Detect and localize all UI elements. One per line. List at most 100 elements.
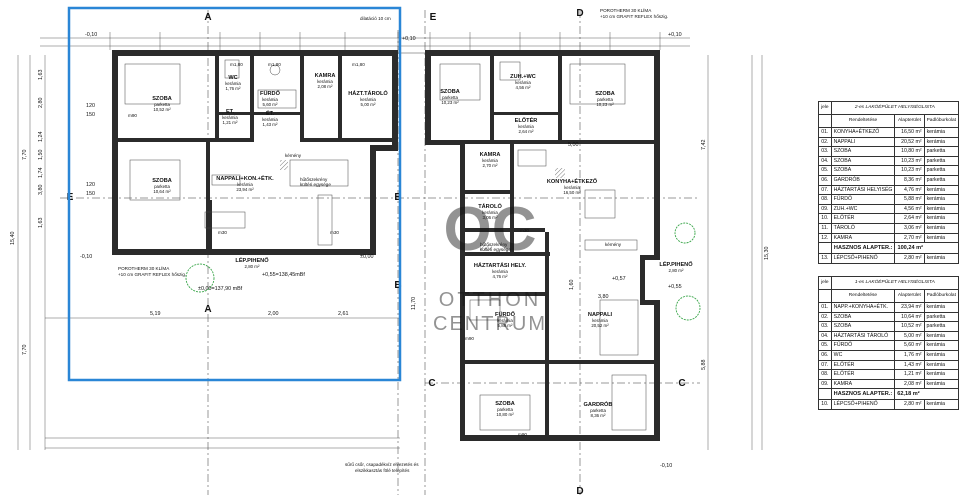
dim-1-50: 1,50 [38,150,44,161]
room-right-nappali: NAPPALI kerámia 20,52 m² [588,312,613,328]
svg-text:kültéri egysége: kültéri egysége [300,182,331,187]
room-right-tarolo: TÁROLÓ kerámia 3,06 m² [478,202,502,220]
svg-text:hűtőszekrény: hűtőszekrény [480,242,508,247]
floor-plan: .w{fill:#2b2b2b;} .thin{stroke:#444;stro… [10,6,770,497]
axis-label-c-right: C [678,378,685,389]
svg-text:kémény: kémény [285,153,302,158]
svg-text:HÁZT.TÁROLÓ: HÁZT.TÁROLÓ [348,89,388,97]
svg-text:1,76 m²: 1,76 m² [226,86,241,91]
svg-text:kerámia: kerámia [518,124,534,129]
svg-text:KONYHA+ÉTKEZŐ: KONYHA+ÉTKEZŐ [547,177,598,185]
table-extra-row: 10. LÉPCSŐ+PIHENŐ 2,80 m² kerámia [818,399,959,410]
svg-text:m90: m90 [128,113,137,118]
svg-text:8,36 m²: 8,36 m² [591,413,606,418]
room-left-lep-piheno: LÉP.PIHENŐ 2,80 m² [235,256,269,269]
axis-label-a-bottom: A [204,304,211,315]
svg-text:CENTRUM: CENTRUM [433,313,547,335]
svg-text:ZUH.+WC: ZUH.+WC [510,74,536,80]
svg-text:10,52 m²: 10,52 m² [153,107,171,112]
svg-text:5,00 m²: 5,00 m² [361,102,376,107]
dim-5-19: 5,19 [150,311,161,317]
table-extra-row: 13. LÉPCSŐ+PIHENŐ 2,80 m² kerámia [818,253,959,264]
svg-text:120: 120 [86,182,95,188]
svg-text:kerámia: kerámia [482,210,498,215]
room-left-et-2: ÉT. kerámia 1,43 m² [262,109,278,127]
left-house-walls [112,50,398,255]
room-list-table-2: jele 2-es LAKÓÉPÜLET HELYISÉGLISTA Rende… [818,101,959,264]
dimension-ticks-top [109,32,661,50]
dim-7-42: 7,42 [701,140,707,151]
svg-text:2,80 m²: 2,80 m² [245,264,260,269]
svg-text:FÜRDŐ: FÜRDŐ [495,311,516,318]
svg-text:+0,55=138,45mBf: +0,55=138,45mBf [262,272,305,278]
svg-text:10,80 m²: 10,80 m² [496,412,514,417]
svg-text:kerámia: kerámia [592,318,608,323]
room-right-szoba-1: SZOBA parketta 10,23 m² [440,89,460,105]
svg-text:WC: WC [228,75,237,81]
svg-text:-0,10: -0,10 [660,463,672,469]
dim-3-80: 3,80 [598,294,609,300]
svg-text:1,21 m²: 1,21 m² [223,120,238,125]
dim-1-24: 1,24 [38,132,44,143]
room-right-gardrob: GARDRÓB parketta 8,36 m² [584,400,613,418]
svg-text:kerámia: kerámia [222,115,238,120]
svg-text:kerámia: kerámia [497,318,513,323]
dim-2-00: 2,00 [268,311,279,317]
room-left-kamra: KAMRA kerámia 2,08 m² [315,73,336,89]
svg-text:parketta: parketta [442,95,458,100]
table-caption: 1-es LAKÓÉPÜLET HELYISÉGLISTA [830,276,959,290]
svg-text:SZOBA: SZOBA [595,91,615,97]
table-sum-row: HASZNOS ALAPTER.: 100,24 m² [818,242,959,255]
svg-text:2,08 m²: 2,08 m² [318,84,333,89]
svg-text:LÉP.PIHENŐ: LÉP.PIHENŐ [659,260,693,268]
svg-text:2,70 m²: 2,70 m² [483,163,498,168]
svg-text:kerámia: kerámia [262,97,278,102]
table-sum-row: HASZNOS ALAPTER.: 62,18 m² [818,388,959,401]
svg-text:TÁROLÓ: TÁROLÓ [478,202,502,210]
svg-text:SZOBA: SZOBA [152,96,172,102]
svg-text:hűtőszekrény: hűtőszekrény [300,177,328,182]
svg-text:m30: m30 [218,230,227,235]
svg-text:parketta: parketta [597,97,613,102]
axis-label-a-top: A [204,12,211,23]
svg-text:1,43 m²: 1,43 m² [263,122,278,127]
room-right-kamra: KAMRA kerámia 2,70 m² [480,152,501,168]
svg-text:m30: m30 [520,228,529,233]
col-jele: jele [818,101,832,115]
watermark-logo: OC OTTHON CENTRUM [433,195,547,335]
svg-text:m1,80: m1,80 [230,62,243,67]
dim-7-70-b: 7,70 [22,345,28,356]
svg-text:3,06 m²: 3,06 m² [483,215,498,220]
svg-text:±0,00=137,90 mBf: ±0,00=137,90 mBf [198,286,243,292]
svg-text:kémény: kémény [605,242,622,247]
svg-text:kerámia: kerámia [225,81,241,86]
svg-text:2,64 m²: 2,64 m² [519,129,534,134]
svg-text:kerámia: kerámia [262,117,278,122]
svg-text:5,88 m²: 5,88 m² [498,323,513,328]
dim-2-80: 2,80 [38,98,44,109]
svg-text:kerámia: kerámia [564,185,580,190]
svg-text:2,80 m²: 2,80 m² [669,268,684,273]
svg-text:+0,10: +0,10 [402,36,416,42]
svg-text:SZOBA: SZOBA [440,89,460,95]
svg-text:parketta: parketta [154,184,170,189]
svg-text:SZOBA: SZOBA [152,178,172,184]
room-right-furdo: FÜRDŐ kerámia 5,88 m² [495,311,516,328]
room-right-lep-piheno: LÉP.PIHENŐ 2,80 m² [659,260,693,273]
svg-text:POROTHERM 30 KLÍMA: POROTHERM 30 KLÍMA [600,7,652,13]
axis-label-c-left: C [428,378,435,389]
axis-label-b-low: B [394,280,401,291]
svg-text:+0,10: +0,10 [668,32,682,38]
